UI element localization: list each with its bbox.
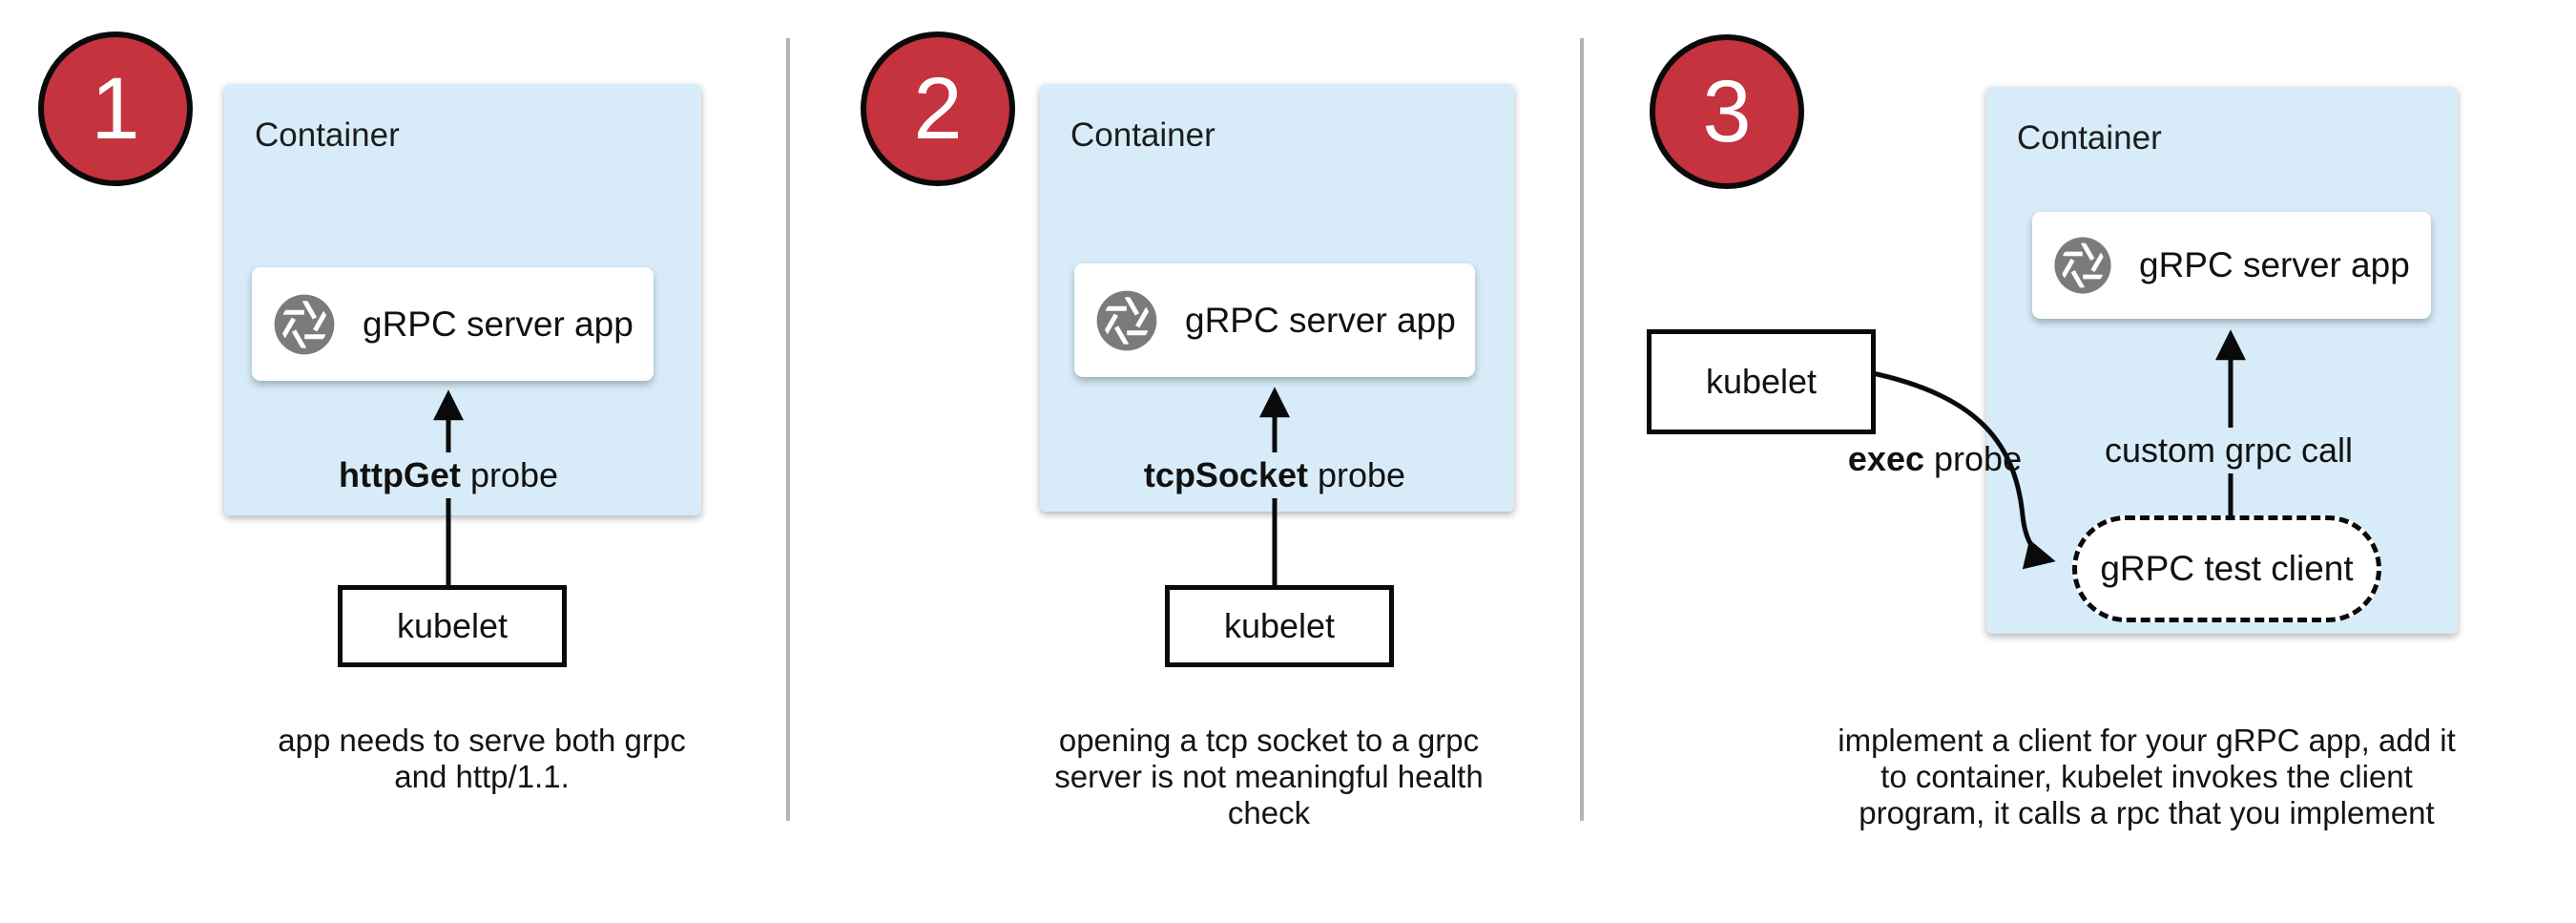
aperture-icon [271,291,338,358]
caption-line: to container, kubelet invokes the client [1880,759,2413,794]
caption-line: check [1227,795,1311,830]
container-label-3: Container [2017,119,2162,157]
caption-line: opening a tcp socket to a grpc [1058,723,1480,758]
step-circle-3: 3 [1650,34,1804,189]
grpc-server-app-label: gRPC server app [363,304,634,344]
httpget-probe-label: httpGet probe [328,452,569,498]
grpc-server-app-box-2: gRPC server app [1074,263,1475,377]
panel-divider-1 [786,38,790,821]
caption-panel-3: implement a client for your gRPC app, ad… [1838,723,2455,831]
grpc-test-client-pill: gRPC test client [2072,515,2381,622]
step-circle-2: 2 [861,31,1015,186]
grpc-server-app-box-3: gRPC server app [2032,212,2431,319]
caption-line: and http/1.1. [394,759,570,794]
kubelet-label: kubelet [396,606,509,645]
caption-line: server is not meaningful health [1054,759,1484,794]
custom-grpc-call-label: custom grpc call [2094,428,2363,473]
container-label-2: Container [1070,116,1215,154]
caption-line: program, it calls a rpc that you impleme… [1859,795,2435,830]
kubelet-box-3: kubelet [1647,329,1876,434]
aperture-icon [2051,234,2114,297]
caption-line: implement a client for your gRPC app, ad… [1838,723,2456,758]
tcpsocket-probe-label: tcpSocket probe [1133,452,1416,498]
grpc-server-app-box-1: gRPC server app [252,267,654,381]
caption-panel-1: app needs to serve both grpc and http/1.… [278,723,685,795]
kubelet-box-1: kubelet [338,585,567,667]
container-label-1: Container [255,116,400,154]
caption-panel-2: opening a tcp socket to a grpc server is… [1054,723,1483,831]
grpc-server-app-label: gRPC server app [2139,245,2410,284]
step-number: 3 [1702,63,1752,160]
grpc-server-app-label: gRPC server app [1185,300,1456,340]
aperture-icon [1093,287,1160,354]
grpc-test-client-label: gRPC test client [2100,549,2354,588]
kubelet-box-2: kubelet [1165,585,1394,667]
kubelet-label: kubelet [1705,362,1818,401]
exec-probe-label: exec probe [1847,439,2023,478]
panel-divider-2 [1580,38,1584,821]
kubelet-label: kubelet [1223,606,1336,645]
step-number: 2 [913,60,963,157]
caption-line: app needs to serve both grpc [278,723,686,758]
step-number: 1 [91,60,140,157]
step-circle-1: 1 [38,31,193,186]
